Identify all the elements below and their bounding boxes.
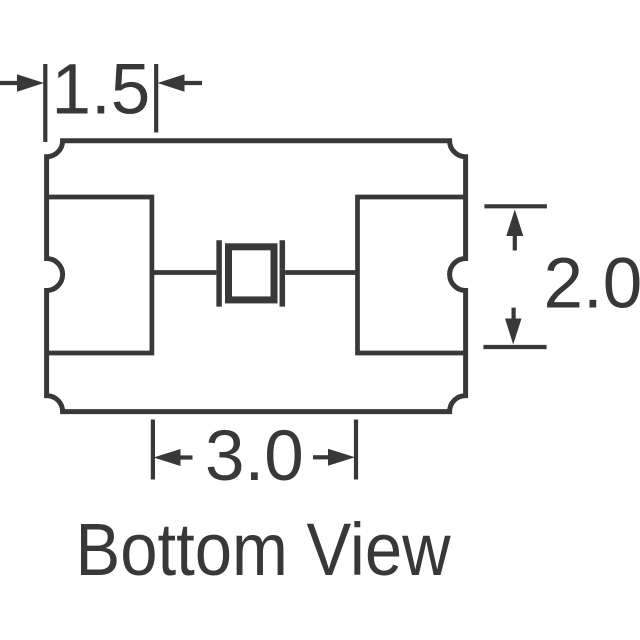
svg-text:Bottom View: Bottom View	[76, 508, 452, 591]
svg-text:2.0: 2.0	[544, 245, 640, 324]
svg-text:3.0: 3.0	[205, 417, 304, 496]
svg-text:1.5: 1.5	[52, 50, 151, 129]
